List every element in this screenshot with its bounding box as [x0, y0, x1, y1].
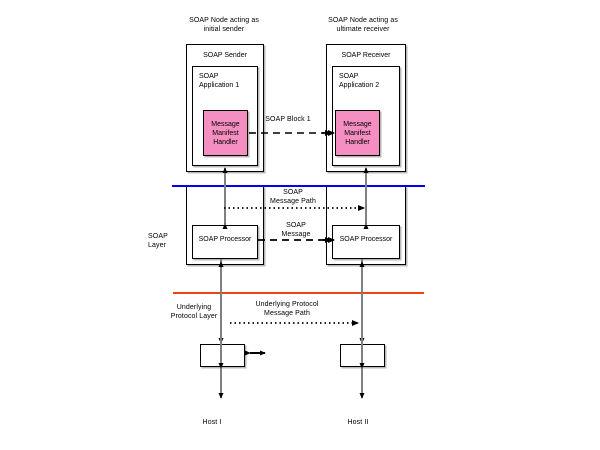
soap-message-path-label: SOAP Message Path: [270, 189, 316, 205]
soap-receiver-label: SOAP Receiver: [341, 52, 391, 59]
underlying-protocol-message-path-label: Underlying Protocol Message Path: [255, 301, 319, 317]
message-manifest-handler-1[interactable]: Message Manifest Handler: [203, 110, 248, 156]
node-title-initial-sender: SOAP Node acting as initial sender: [189, 17, 259, 33]
soap-block-1-label: SOAP Block 1: [265, 116, 311, 123]
underlying-protocol-boundary-line: [173, 292, 424, 294]
soap-application-2-label: SOAP Application 2: [339, 73, 380, 89]
underlying-protocol-layer-label: Underlying Protocol Layer: [170, 304, 218, 320]
host-1-label: Host I: [202, 419, 222, 426]
soap-message-label: SOAP Message: [281, 222, 311, 238]
soap-application-1-label: SOAP Application 1: [199, 73, 240, 89]
node-title-ultimate-receiver: SOAP Node acting as ultimate receiver: [328, 17, 398, 33]
underlying-protocol-box-right[interactable]: [340, 344, 385, 367]
host-2-label: Host II: [347, 419, 369, 426]
message-manifest-handler-1-label: Message Manifest Handler: [211, 120, 240, 146]
soap-processor-1-box[interactable]: SOAP Processor: [192, 225, 258, 259]
soap-layer-boundary-line: [172, 185, 425, 187]
soap-processor-2-label: SOAP Processor: [339, 236, 393, 243]
underlying-protocol-box-left[interactable]: [200, 344, 245, 367]
soap-sender-label: SOAP Sender: [203, 52, 247, 59]
message-manifest-handler-2[interactable]: Message Manifest Handler: [335, 110, 380, 156]
soap-processor-2-box[interactable]: SOAP Processor: [332, 225, 400, 259]
message-manifest-handler-2-label: Message Manifest Handler: [343, 120, 372, 146]
soap-processor-1-label: SOAP Processor: [198, 236, 252, 243]
soap-layer-label: SOAP Layer: [148, 233, 168, 249]
